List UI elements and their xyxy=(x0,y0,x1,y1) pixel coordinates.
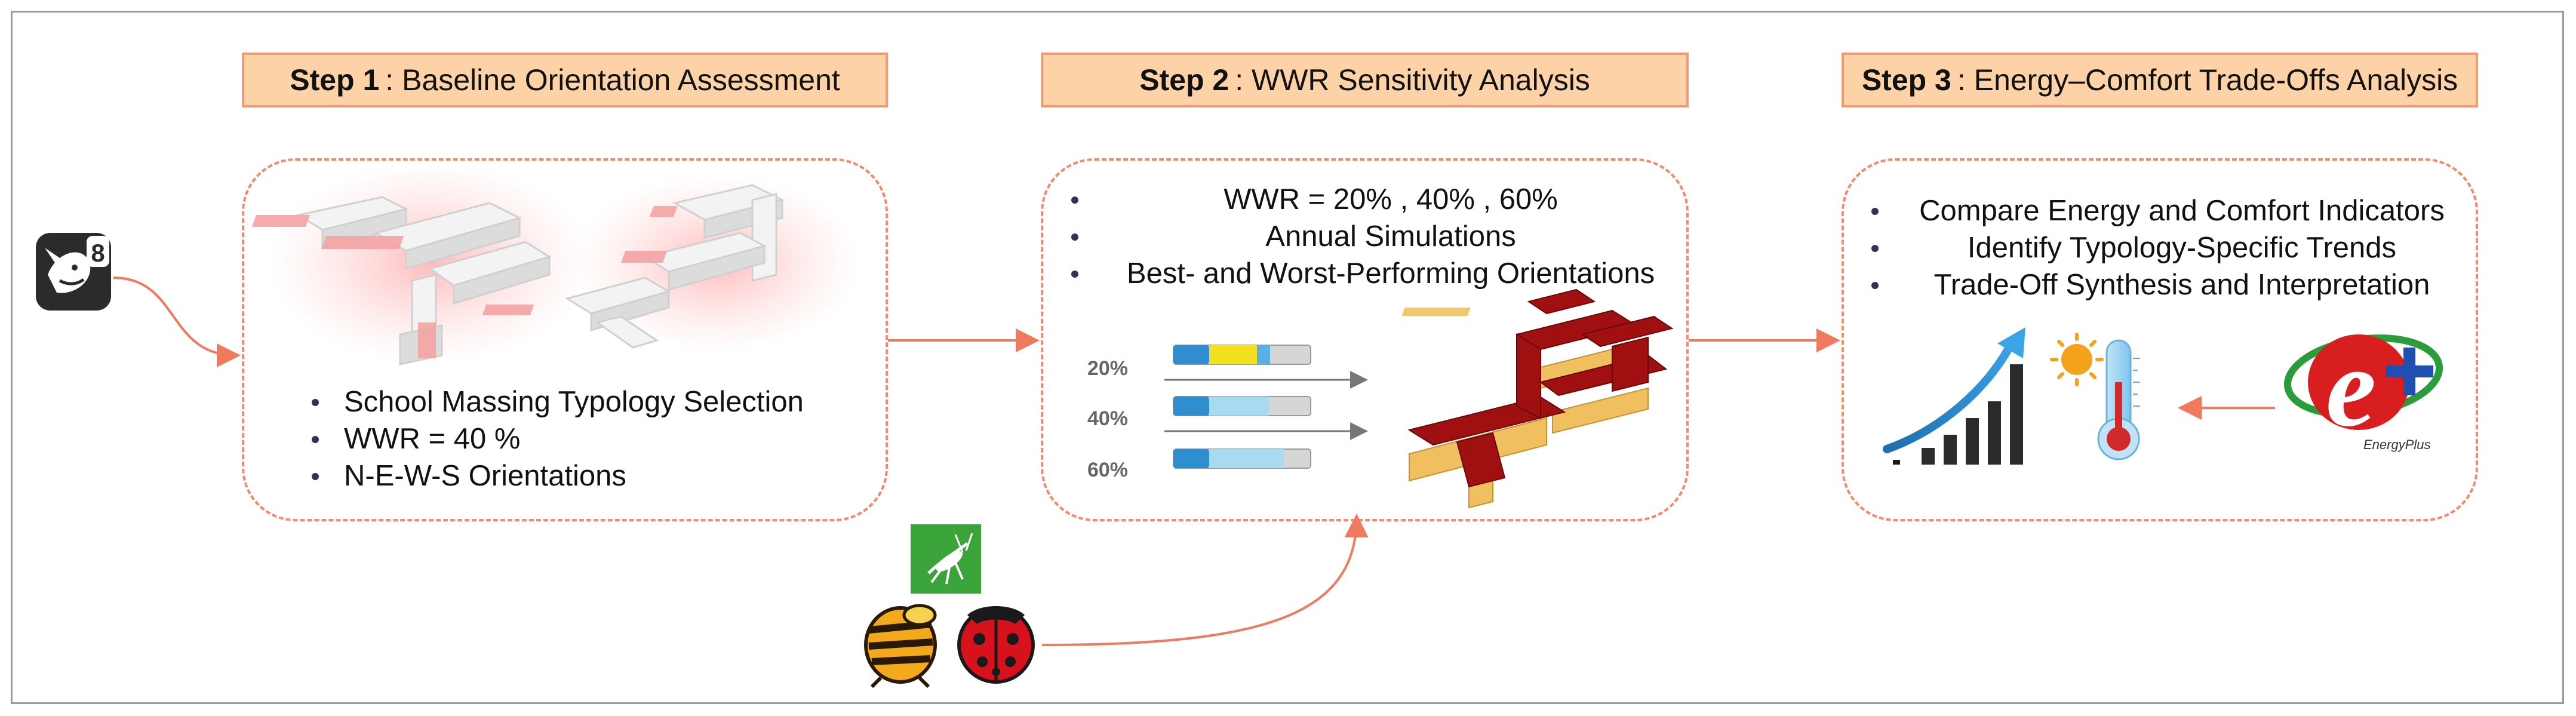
step-1-panel xyxy=(242,158,888,521)
step-1-massing-models xyxy=(251,161,860,365)
wwr-label-40: 40% xyxy=(1087,407,1128,430)
step-1-bullet: N-E-W-S Orientations xyxy=(303,457,804,494)
step-3-bullet: Compare Energy and Comfort Indicators xyxy=(1863,192,2460,229)
plugins-to-step2-arrow xyxy=(1041,514,1369,646)
energyplus-logo: e EnergyPlus xyxy=(2283,325,2443,452)
step-3-number: Step 3 xyxy=(1861,63,1951,97)
step-2-bullet: Best- and Worst-Performing Orientations xyxy=(1063,255,1678,292)
step-1-title: : Baseline Orientation Assessment xyxy=(385,63,840,97)
step-1-number: Step 1 xyxy=(290,63,380,97)
step-2-bullet: Annual Simulations xyxy=(1063,218,1678,255)
step-2-building-model xyxy=(1401,288,1674,509)
wwr-bar-graphic: 20% 40% 60% xyxy=(1087,345,1368,481)
step-3-bullet: Identify Typology-Specific Trends xyxy=(1863,229,2460,266)
step-2-bullets: WWR = 20% , 40% , 60% Annual Simulations… xyxy=(1063,181,1678,292)
step-3-title: : Energy–Comfort Trade-Offs Analysis xyxy=(1957,63,2458,97)
rhino-to-step1-arrow xyxy=(113,276,241,367)
step-1-bullet: School Massing Typology Selection xyxy=(303,383,804,420)
energyplus-letter: e xyxy=(2326,325,2376,450)
step-2-number: Step 2 xyxy=(1139,63,1229,97)
sun-icon xyxy=(2050,333,2104,386)
rhino-icon: 8 xyxy=(36,233,111,311)
step-3-bullet: Trade-Off Synthesis and Interpretation xyxy=(1863,266,2460,303)
step-3-bullets: Compare Energy and Comfort Indicators Id… xyxy=(1863,192,2460,303)
rhino-version-label: 8 xyxy=(91,239,104,267)
wwr-label-60: 60% xyxy=(1087,459,1128,481)
step-3-header: Step 3 : Energy–Comfort Trade-Offs Analy… xyxy=(1842,53,2478,107)
honeybee-icon xyxy=(864,604,937,689)
wwr-label-20: 20% xyxy=(1087,357,1128,380)
step-1-header: Step 1 : Baseline Orientation Assessment xyxy=(242,53,888,107)
energy-growth-chart-icon xyxy=(1883,327,2025,465)
step-2-title: : WWR Sensitivity Analysis xyxy=(1235,63,1590,97)
step-2-header: Step 2 : WWR Sensitivity Analysis xyxy=(1041,53,1689,107)
step-1-bullets: School Massing Typology Selection WWR = … xyxy=(303,383,804,494)
step-1-bullet: WWR = 40 % xyxy=(303,420,804,457)
energyplus-wordmark: EnergyPlus xyxy=(2363,437,2431,452)
ladybug-icon xyxy=(957,606,1035,684)
grasshopper-icon xyxy=(911,524,981,594)
thermometer-icon xyxy=(2097,339,2140,460)
step-2-bullet: WWR = 20% , 40% , 60% xyxy=(1063,181,1678,218)
step-3-panel xyxy=(1842,158,2478,521)
